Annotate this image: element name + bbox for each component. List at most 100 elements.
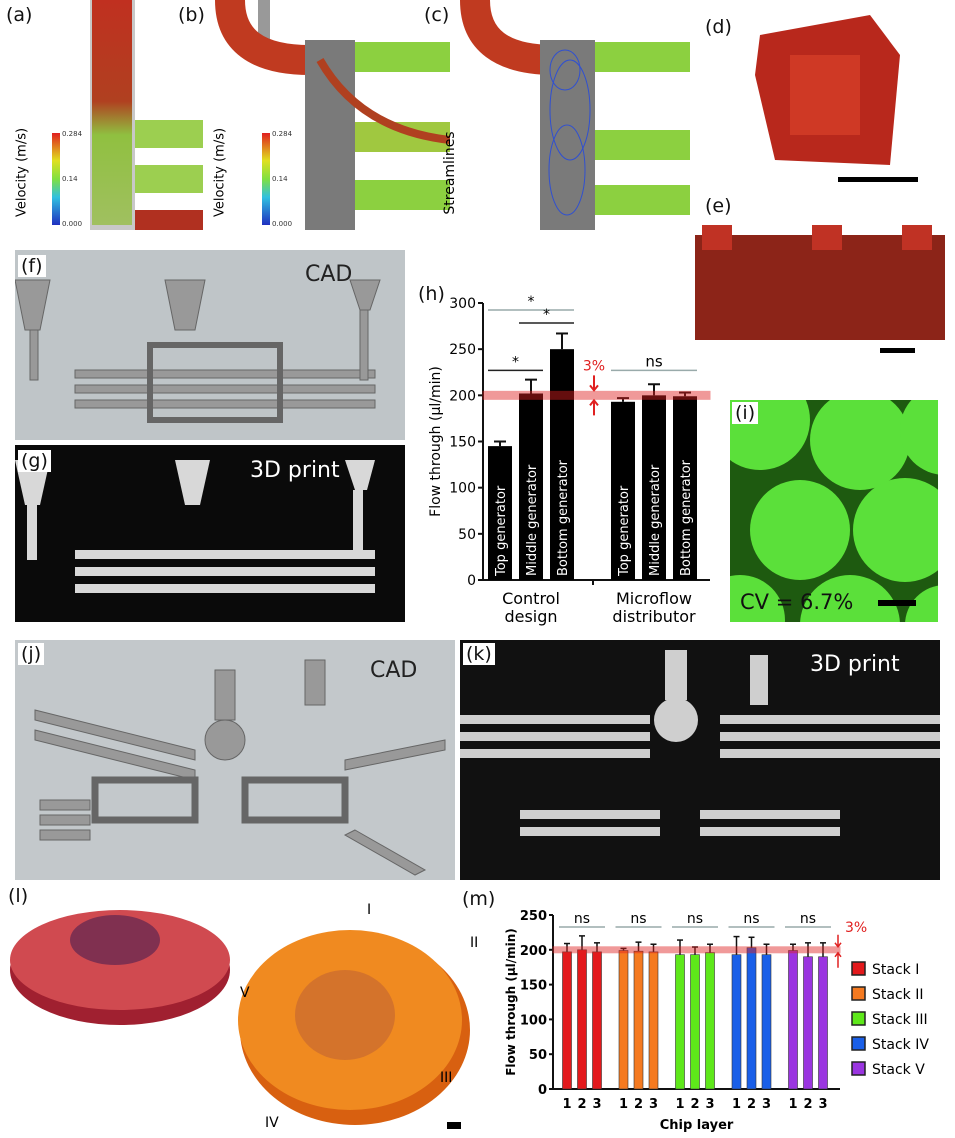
panel-g-3d-print-photo bbox=[15, 445, 405, 622]
significance-label: * bbox=[543, 307, 550, 323]
significance-label: ns bbox=[630, 911, 646, 927]
bar-label: Middle generator bbox=[648, 464, 663, 576]
3d-print-label: 3D print bbox=[810, 652, 900, 677]
panel-l-stacked-chip-photos bbox=[10, 910, 470, 1129]
3d-print-label: 3D print bbox=[250, 458, 340, 483]
significance-label: ns bbox=[743, 911, 759, 927]
tolerance-label: 3% bbox=[845, 920, 867, 936]
significance-label: * bbox=[512, 354, 519, 370]
y-tick-label: 100 bbox=[520, 1013, 547, 1028]
y-tick-label: 250 bbox=[520, 909, 547, 924]
colorbar-tick: 0.284 bbox=[62, 130, 83, 138]
legend-label: Stack V bbox=[872, 1062, 925, 1078]
bar bbox=[705, 952, 715, 1090]
colorbar-title: Velocity (m/s) bbox=[14, 127, 30, 218]
bar bbox=[673, 396, 697, 580]
significance-label: ns bbox=[574, 911, 590, 927]
legend-swatch bbox=[851, 961, 866, 976]
panel-label-f: (f) bbox=[18, 255, 46, 277]
legend-label: Stack III bbox=[872, 1012, 928, 1028]
legend-label: Stack I bbox=[872, 962, 919, 978]
panel-label-i: (i) bbox=[732, 402, 759, 424]
bar bbox=[675, 954, 685, 1090]
panel-c-streamlines bbox=[460, 0, 690, 230]
cad-label: CAD bbox=[370, 658, 418, 683]
panel-d-printed-chip-photo bbox=[755, 15, 918, 182]
x-tick-label: 2 bbox=[577, 1097, 586, 1112]
reference-band bbox=[552, 946, 841, 954]
colorbar-a: Velocity (m/s) bbox=[12, 120, 32, 230]
legend-label: Stack II bbox=[872, 987, 923, 1003]
bar-label: Middle generator bbox=[525, 464, 540, 576]
y-tick-label: 50 bbox=[458, 527, 476, 543]
stack-mark: III bbox=[440, 1070, 453, 1086]
y-tick-label: 0 bbox=[538, 1083, 547, 1098]
legend-swatch bbox=[851, 986, 866, 1001]
y-axis-label: Flow through (µl/min) bbox=[504, 928, 518, 1076]
bar bbox=[488, 446, 512, 580]
group-label: Control bbox=[502, 589, 560, 608]
panel-k-3d-print-photo bbox=[460, 640, 940, 880]
bar-label: Top generator bbox=[617, 485, 632, 577]
bar bbox=[731, 954, 742, 1090]
panel-f-cad-render bbox=[14, 250, 405, 440]
bar bbox=[519, 393, 543, 580]
scale-bar bbox=[447, 1122, 461, 1129]
bar bbox=[746, 947, 757, 1090]
cad-label: CAD bbox=[305, 262, 353, 287]
significance-label: ns bbox=[800, 911, 816, 927]
significance-label: ns bbox=[645, 352, 663, 370]
y-tick-label: 200 bbox=[449, 388, 476, 404]
y-axis-label: Flow through (µl/min) bbox=[428, 366, 444, 517]
scale-bar bbox=[878, 600, 916, 606]
x-tick-label: 2 bbox=[747, 1097, 756, 1112]
tolerance-label: 3% bbox=[583, 358, 605, 374]
x-tick-label: 3 bbox=[818, 1097, 827, 1112]
panel-label-h: (h) bbox=[418, 283, 445, 305]
x-tick-label: 2 bbox=[803, 1097, 812, 1112]
legend-label: Stack IV bbox=[872, 1037, 929, 1053]
x-tick-label: 1 bbox=[562, 1097, 571, 1112]
colorbar-tick: 0.000 bbox=[62, 220, 83, 228]
x-tick-label: 3 bbox=[762, 1097, 771, 1112]
stack-mark: I bbox=[367, 902, 372, 918]
panel-label-l: (l) bbox=[8, 885, 29, 907]
printed-distributor-model bbox=[15, 460, 375, 593]
bar bbox=[788, 950, 798, 1090]
stack-mark: IV bbox=[265, 1115, 279, 1131]
droplets-image bbox=[730, 400, 938, 622]
legend-swatch bbox=[851, 1061, 866, 1076]
group-label: distributor bbox=[612, 607, 696, 626]
group-label: Microflow bbox=[616, 589, 692, 608]
bar bbox=[550, 349, 574, 580]
panel-label-c: (c) bbox=[424, 4, 450, 26]
bar-label: Bottom generator bbox=[679, 459, 694, 576]
y-tick-label: 200 bbox=[520, 944, 547, 959]
y-tick-label: 150 bbox=[449, 435, 476, 451]
bar bbox=[611, 401, 635, 580]
cad-stacked-distributor-model bbox=[34, 659, 446, 876]
panel-label-k: (k) bbox=[463, 643, 495, 665]
tolerance-arrows bbox=[834, 934, 842, 968]
panel-e-printed-chip-photo bbox=[695, 225, 945, 353]
x-tick-label: 3 bbox=[649, 1097, 658, 1112]
x-tick-label: 1 bbox=[732, 1097, 741, 1112]
reference-band bbox=[482, 390, 711, 400]
colorbar-tick: 0.14 bbox=[272, 175, 288, 183]
panel-label-m: (m) bbox=[462, 888, 496, 910]
panel-label-a: (a) bbox=[6, 4, 33, 26]
panel-label-j: (j) bbox=[18, 643, 45, 665]
stack-mark: V bbox=[240, 985, 250, 1001]
scale-bar bbox=[880, 348, 915, 353]
bar bbox=[642, 395, 666, 580]
legend-swatch bbox=[851, 1036, 866, 1051]
cad-distributor-model bbox=[14, 279, 381, 423]
y-tick-label: 250 bbox=[449, 342, 476, 358]
bar bbox=[592, 951, 602, 1090]
x-tick-label: 1 bbox=[788, 1097, 797, 1112]
colorbar-tick: 0.284 bbox=[272, 130, 293, 138]
y-tick-label: 100 bbox=[449, 481, 476, 497]
